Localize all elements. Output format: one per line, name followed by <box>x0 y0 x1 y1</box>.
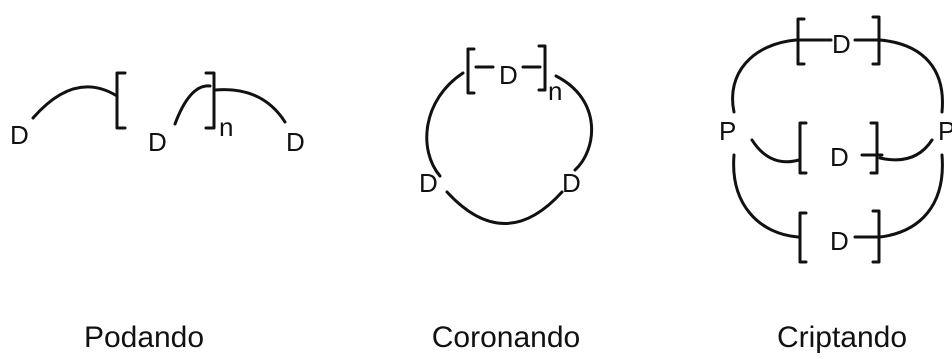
criptando-middle-bracket-close <box>869 121 879 175</box>
criptando-bottom-arc-left <box>732 153 800 239</box>
criptando-top-bracket-open <box>796 17 806 66</box>
coronando-bracket-close <box>537 44 547 92</box>
coronando-donor-right: D <box>562 168 581 198</box>
podando-bracket-open <box>115 71 127 130</box>
podando-bracket-close <box>204 71 216 130</box>
coronando-arc-bottom <box>445 190 564 225</box>
podando-subscript: n <box>219 112 233 142</box>
criptando-middle-arc-left <box>750 138 801 164</box>
coronando-donor-top: D <box>499 60 518 90</box>
coronando-subscript: n <box>548 76 562 106</box>
criptando-top-donor: D <box>832 29 851 59</box>
criptando-middle-arc-right <box>878 138 934 162</box>
coronando-donor-left: D <box>419 168 438 198</box>
podando-arc-right <box>213 88 287 124</box>
criptando-bridgehead-right: P <box>938 116 952 146</box>
podando-donor-right: D <box>286 127 305 157</box>
criptando-top-arc-left <box>731 38 798 114</box>
criptando-top-arc-right <box>878 38 944 114</box>
criptando-bridgehead-left: P <box>719 116 736 146</box>
criptando-bottom-arc-right <box>878 153 944 239</box>
criptando-caption: Criptando <box>777 321 907 354</box>
podando-donor-left: D <box>10 120 29 150</box>
criptando-middle-donor: D <box>830 142 849 172</box>
criptando-middle-bracket-open <box>798 121 808 175</box>
podando-arc-left <box>31 85 119 120</box>
criptando-structure: D P P D D <box>719 15 952 264</box>
podando-donor-middle: D <box>148 127 167 157</box>
podando-structure: D D n D <box>10 71 305 157</box>
coronando-arc-left <box>425 71 465 178</box>
coronando-structure: D n D D <box>419 44 593 225</box>
podando-arc-middle <box>173 84 212 126</box>
coronando-caption: Coronando <box>432 321 580 354</box>
criptando-bottom-bracket-open <box>798 211 808 264</box>
coronando-arc-right <box>554 74 593 172</box>
criptando-bottom-donor: D <box>830 226 849 256</box>
podando-caption: Podando <box>84 321 204 354</box>
coronando-bracket-open <box>466 47 476 95</box>
